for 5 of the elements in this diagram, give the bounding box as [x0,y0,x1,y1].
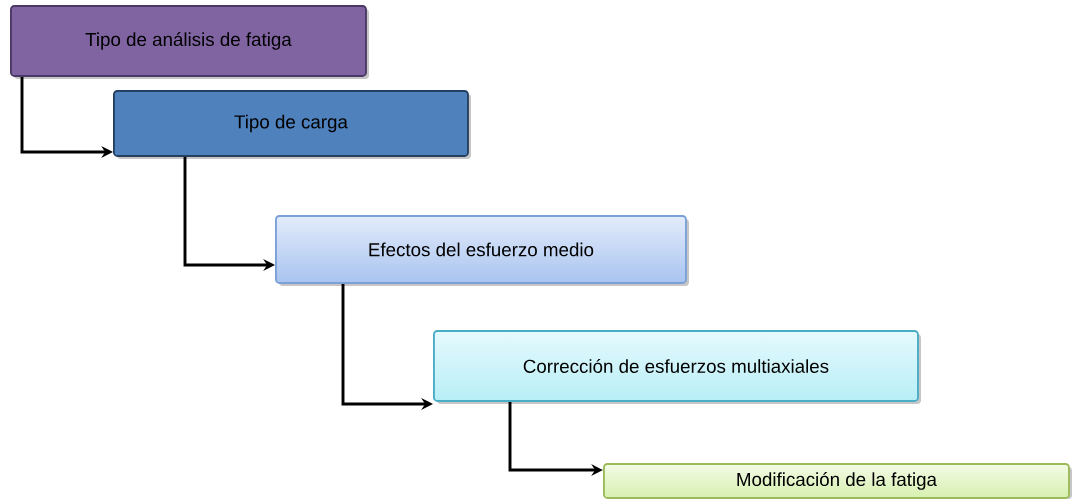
process-box: Tipo de análisis de fatiga [10,5,367,77]
process-box: Efectos del esfuerzo medio [275,215,687,284]
process-box: Corrección de esfuerzos multiaxiales [433,330,919,402]
process-box: Tipo de carga [113,90,469,157]
process-box: Modificación de la fatiga [603,463,1070,499]
